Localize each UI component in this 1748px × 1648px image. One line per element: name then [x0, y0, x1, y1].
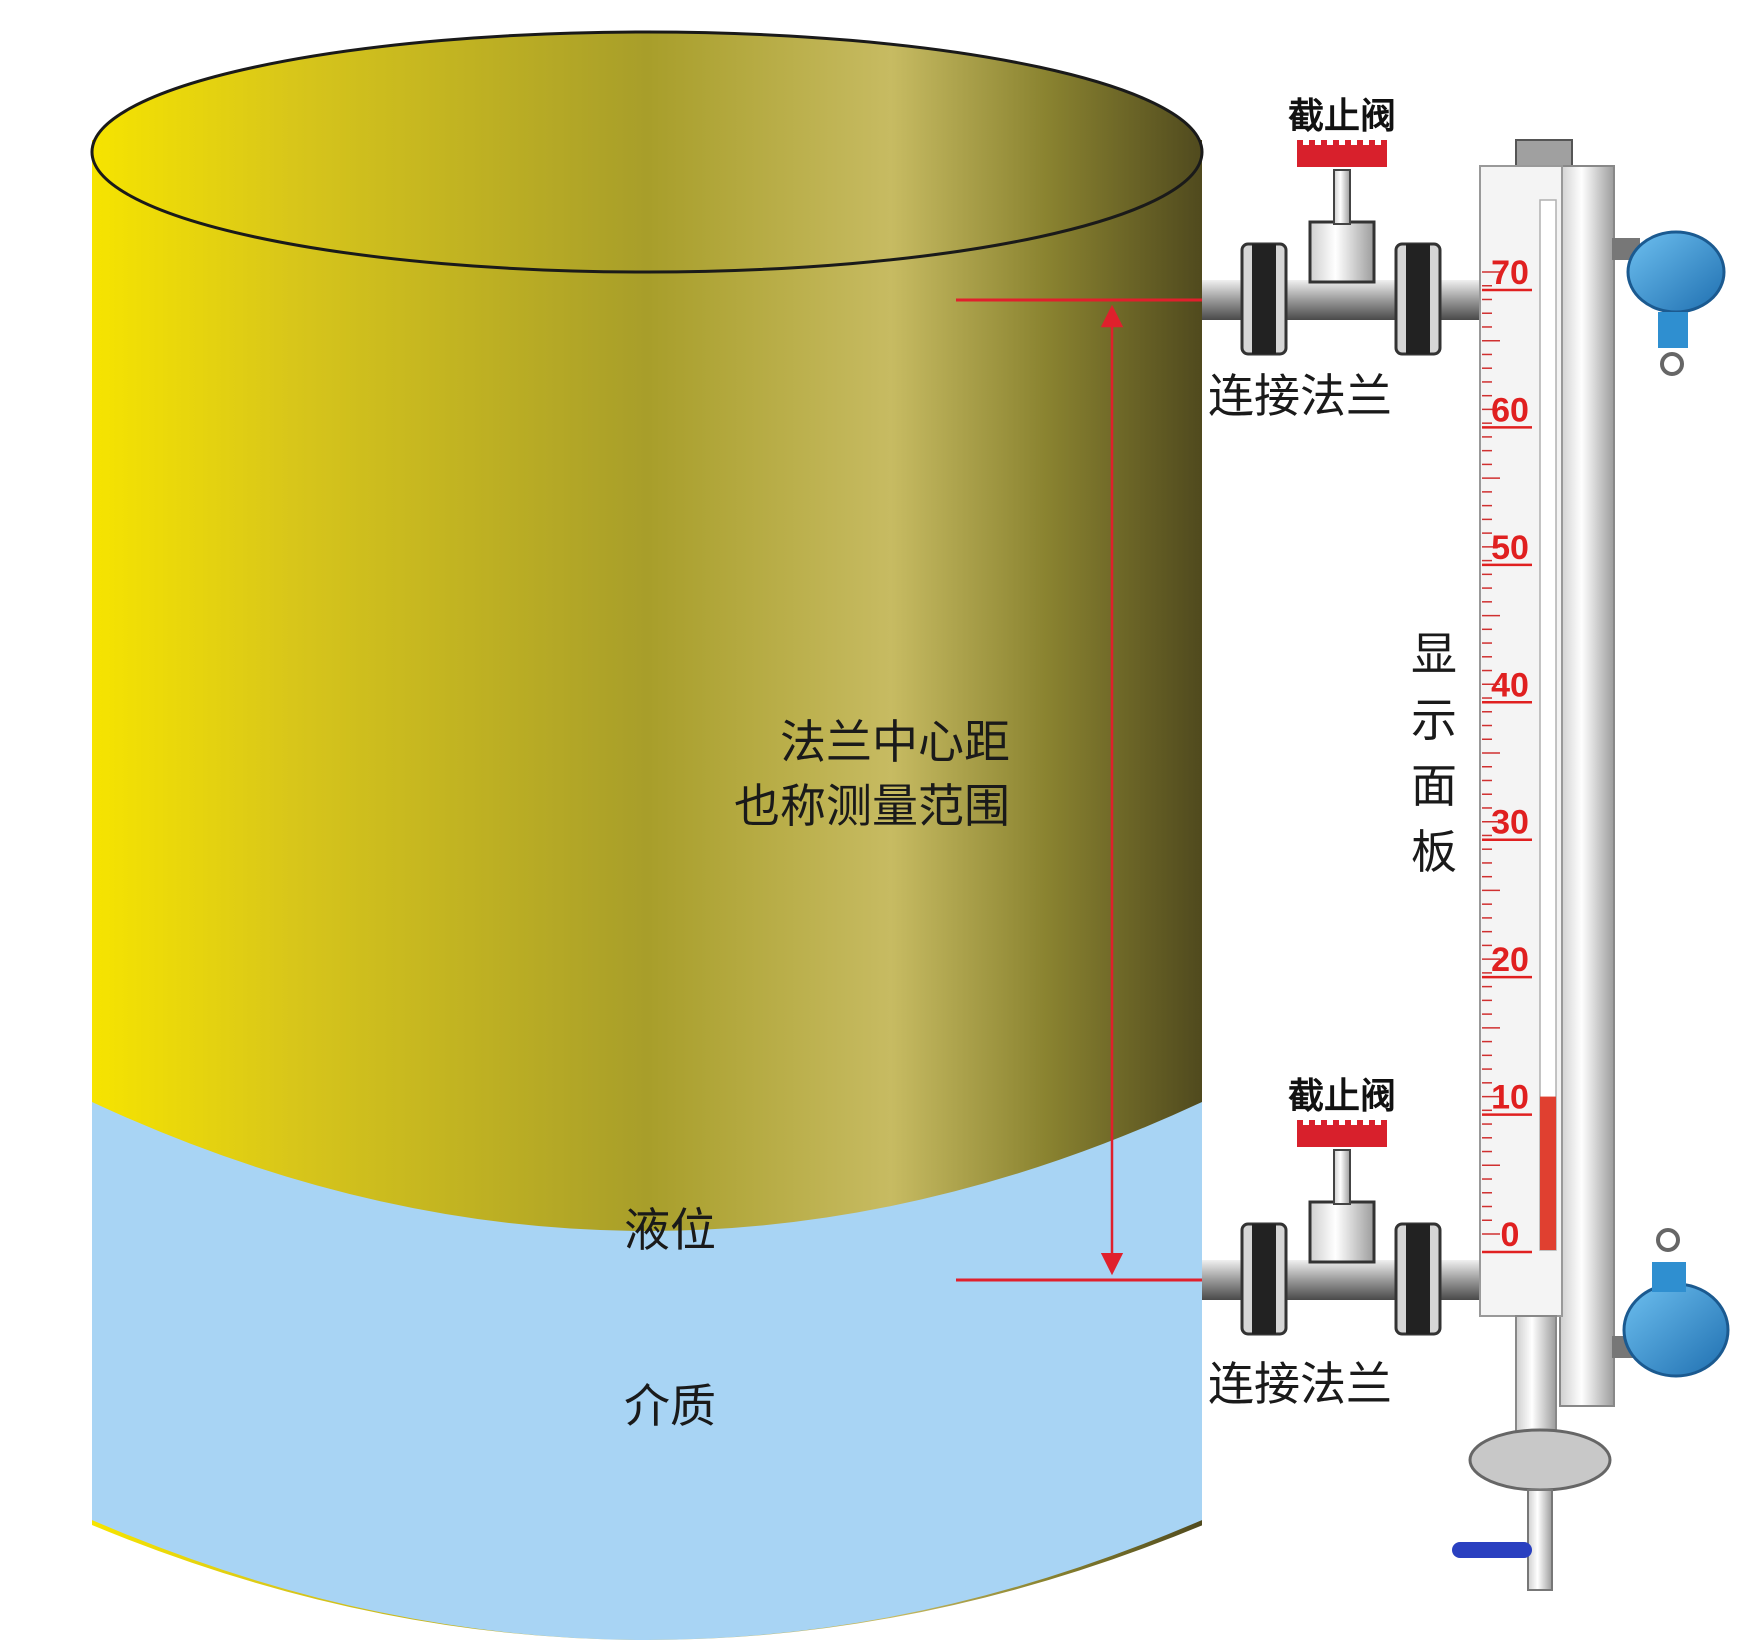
valve-handwheel-icon	[1297, 1120, 1387, 1147]
bottom-valve-stem	[1333, 1149, 1351, 1205]
scale-ticks: 70 60 50 40 30 20 10 0	[1482, 254, 1532, 1254]
tank-bottom-mask	[80, 1520, 1215, 1648]
display-panel-char-1: 显	[1411, 627, 1457, 681]
top-valve-body	[1308, 220, 1376, 284]
tank-bottom-edge	[92, 1510, 1202, 1634]
liquid-medium	[92, 1102, 1202, 1640]
valve-top-label: 截止阀	[1288, 96, 1396, 137]
gauge-bottom-flange	[1468, 1428, 1612, 1492]
junction-box-icon	[1612, 1228, 1730, 1378]
bottom-flange-assembly	[1202, 1120, 1482, 1336]
medium-label: 介质	[624, 1379, 716, 1433]
scale-tick-label: 30	[1491, 804, 1529, 842]
scale-tick-label: 0	[1501, 1216, 1520, 1254]
junction-box-icon	[1612, 230, 1726, 376]
indicator-column-fill	[1540, 1096, 1556, 1250]
flange-top-label: 连接法兰	[1208, 369, 1392, 423]
scale-tick-label: 60	[1491, 391, 1529, 429]
flange-bottom-label: 连接法兰	[1208, 1357, 1392, 1411]
top-valve-stem	[1333, 169, 1351, 225]
tank-top-rim	[90, 30, 1204, 274]
center-distance-line1: 法兰中心距	[780, 715, 1010, 769]
gauge-main-tube	[1559, 165, 1615, 1407]
liquid-level-label: 液位	[624, 1203, 716, 1257]
top-flange-assembly	[1202, 140, 1482, 356]
center-distance-line2: 也称测量范围	[734, 779, 1010, 833]
scale-tick-label: 10	[1491, 1079, 1529, 1117]
drain-valve-handle	[1452, 1542, 1532, 1558]
gauge-drain-pipe	[1527, 1489, 1553, 1591]
valve-handwheel-icon	[1297, 140, 1387, 167]
bottom-valve-body	[1308, 1200, 1376, 1264]
scale-tick-label: 70	[1491, 254, 1529, 292]
display-panel-char-4: 板	[1411, 825, 1457, 879]
gauge-cap	[1515, 139, 1573, 167]
scale-tick-label: 40	[1491, 666, 1529, 704]
indicator-column-track	[1539, 199, 1557, 1251]
scale-tick-label: 50	[1491, 529, 1529, 567]
valve-bottom-label: 截止阀	[1288, 1076, 1396, 1117]
scale-tick-label: 20	[1491, 941, 1529, 979]
display-panel-char-3: 面	[1411, 759, 1457, 813]
display-panel-char-2: 示	[1411, 693, 1457, 747]
gauge-column: 70 60 50 40 30 20 10 0	[1452, 139, 1615, 1591]
